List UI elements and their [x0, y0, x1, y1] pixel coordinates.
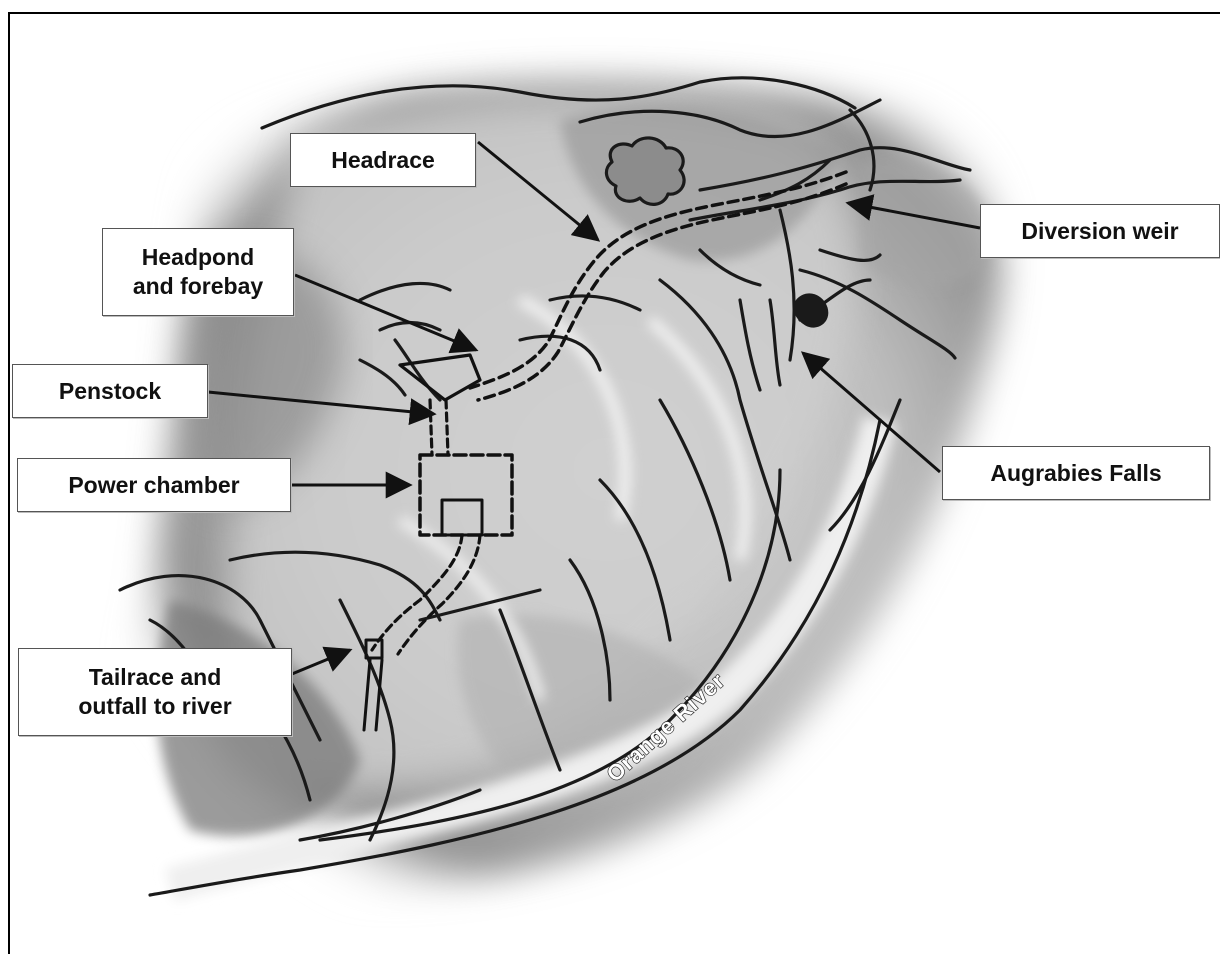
power-chamber-label: Power chamber [17, 458, 291, 512]
headpond-label: Headpond and forebay [102, 228, 294, 316]
tailrace-label: Tailrace and outfall to river [18, 648, 292, 736]
augrabies-falls-label: Augrabies Falls [942, 446, 1210, 500]
diversion-weir-label: Diversion weir [980, 204, 1220, 258]
headrace-label: Headrace [290, 133, 476, 187]
penstock-label: Penstock [12, 364, 208, 418]
